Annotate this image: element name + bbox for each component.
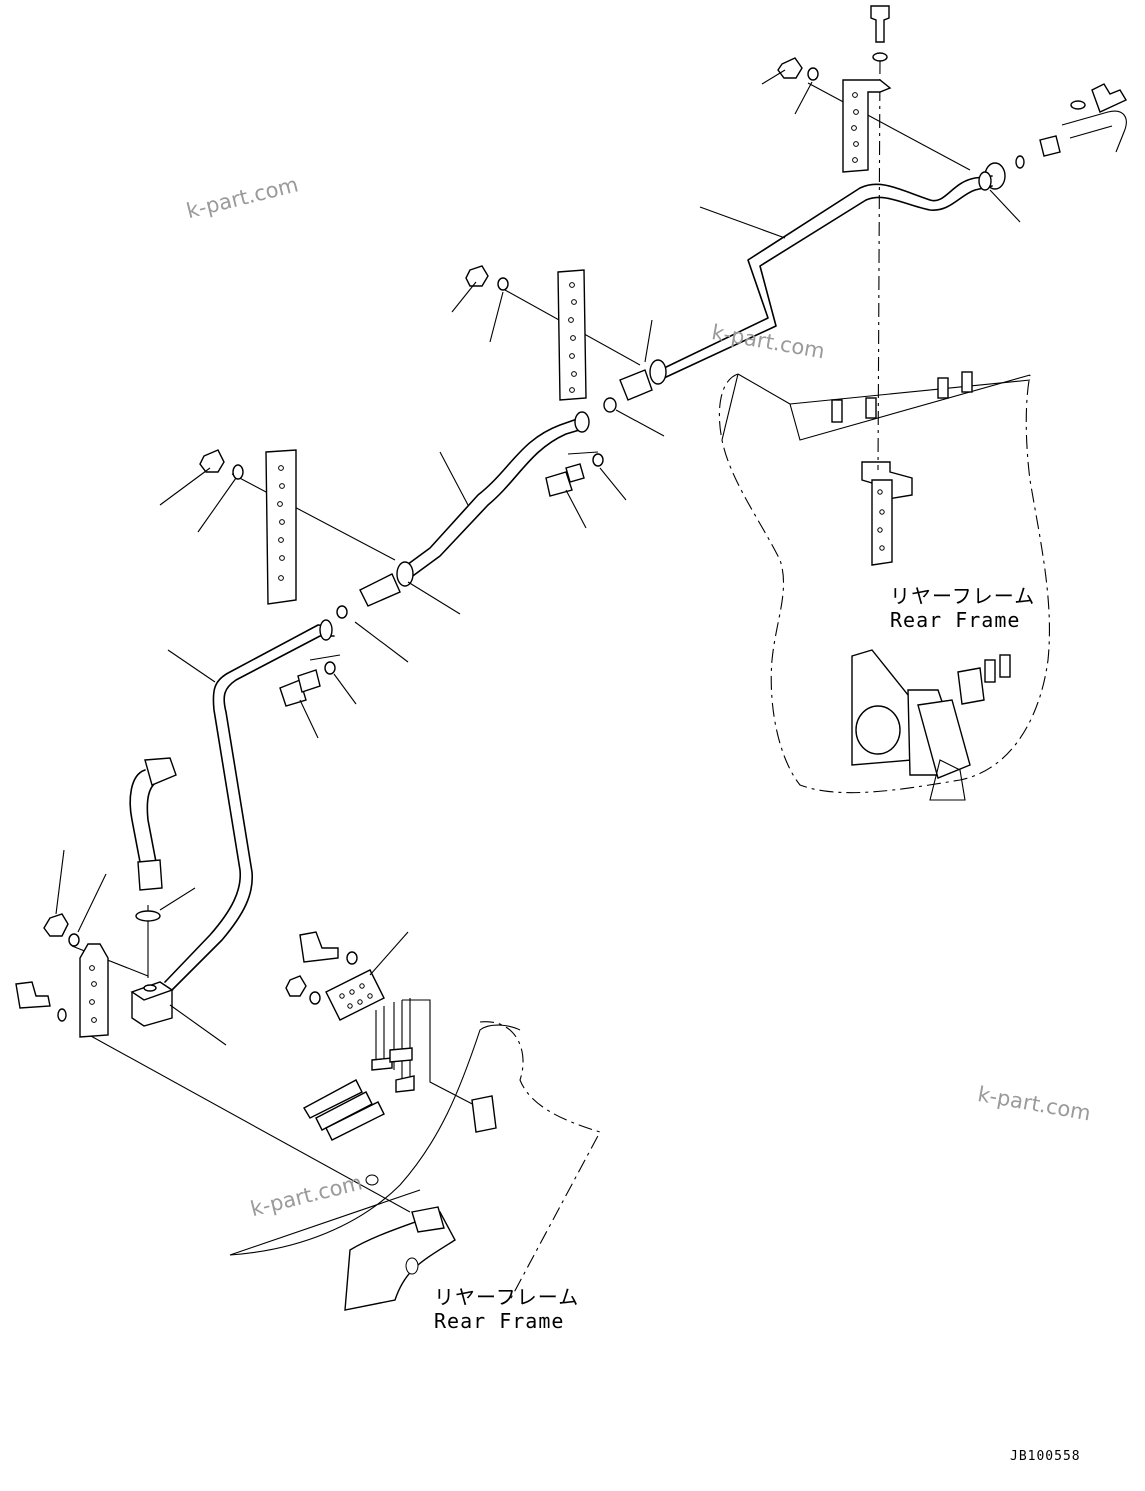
- rear-frame-upper: [718, 371, 1050, 801]
- left-hardware: [199, 449, 348, 707]
- rear-frame-label-jp: リヤーフレーム: [434, 1285, 580, 1309]
- drawing-code: JB100558: [1010, 1449, 1081, 1464]
- rear-frame-label-en: Rear Frame: [434, 1309, 565, 1333]
- pipe-middle: [359, 411, 590, 607]
- rear-frame-lower: [229, 1021, 601, 1311]
- middle-hardware: [465, 265, 617, 497]
- top-right-hardware: [777, 5, 1128, 190]
- pipe-lower: [164, 619, 335, 991]
- rear-frame-label-en: Rear Frame: [890, 608, 1021, 632]
- rear-frame-label-jp: リヤーフレーム: [890, 584, 1036, 608]
- leader-lines: [55, 69, 1021, 1046]
- lower-left-hardware: [15, 913, 174, 1038]
- hose: [129, 757, 177, 922]
- rear-frame-label-lower: リヤーフレーム Rear Frame: [434, 1285, 579, 1333]
- alignment-lines: [71, 59, 971, 1213]
- harness-plate-cluster: [285, 931, 497, 1141]
- rear-frame-label-upper: リヤーフレーム Rear Frame: [890, 584, 1035, 632]
- pipe-upper: [619, 171, 993, 401]
